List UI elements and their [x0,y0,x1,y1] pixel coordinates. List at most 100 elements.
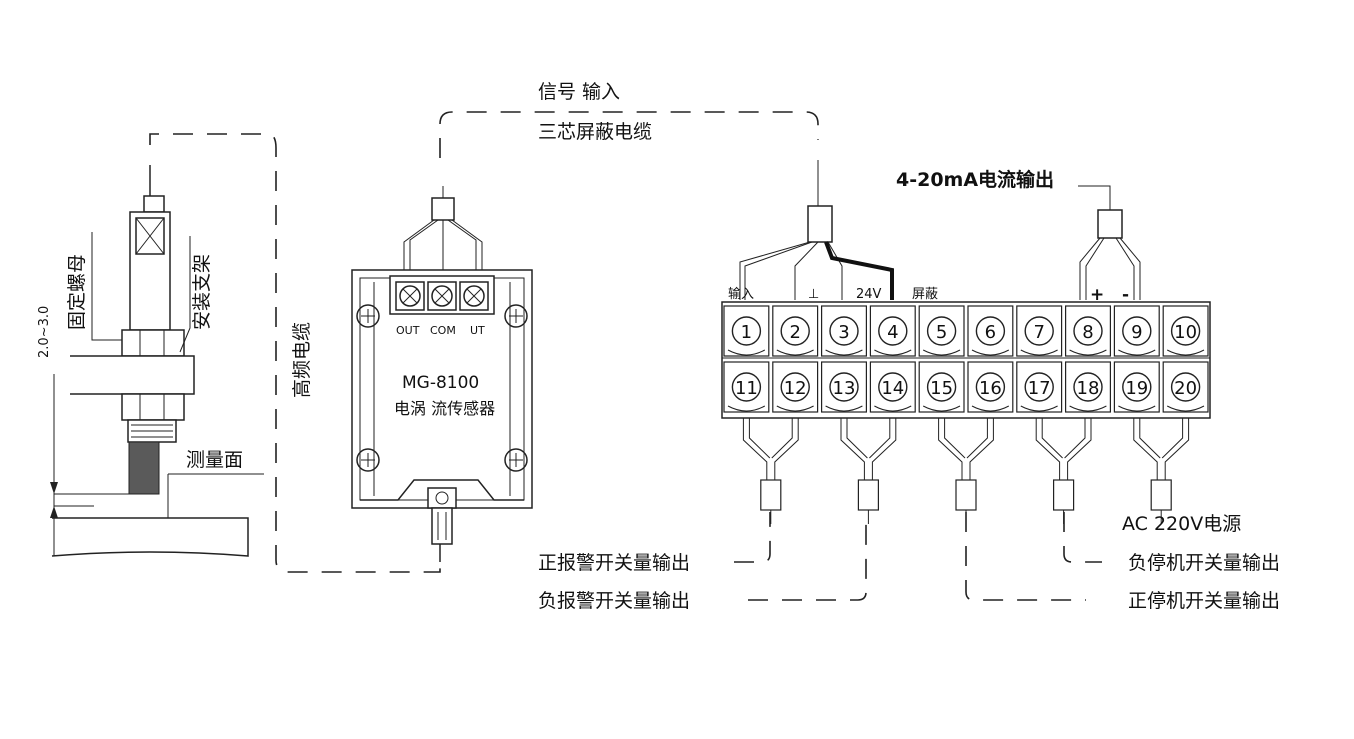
terminal-2[interactable]: 2 [772,305,819,357]
terminal-number: 15 [930,378,953,399]
terminal-7[interactable]: 7 [1016,305,1063,357]
terminal-screw [975,372,1006,402]
cable-wire-left [938,418,966,480]
terminal-15[interactable]: 15 [918,361,965,413]
terminal-lip [1118,349,1156,356]
power-label: AC 220V电源 [1122,513,1241,535]
terminal-com: COM [430,324,456,337]
cable-wire-left [840,418,868,480]
output-dash-leads [734,512,1102,601]
signal-label-2: 三芯屏蔽电缆 [538,121,652,143]
label-ground: ⊥ [808,287,819,302]
terminal-number: 18 [1077,378,1100,399]
terminal-14[interactable]: 14 [869,361,916,413]
terminal-number: 12 [784,378,807,399]
terminal-top-labels: 输入 ⊥ 24V 屏蔽 + - [728,285,1129,305]
terminal-cell [723,305,770,357]
pos-stop-label: 正停机开关量输出 [1128,590,1280,612]
terminal-12[interactable]: 12 [772,361,819,413]
terminal-screw [731,316,762,346]
gap-label: 2.0~3.0 [37,306,52,358]
terminal-1[interactable]: 1 [723,305,770,357]
terminal-screw [1170,316,1201,346]
terminal-number: 20 [1174,378,1197,399]
label-minus: - [1122,285,1129,305]
surface-label: 测量面 [186,449,243,471]
terminal-number: 10 [1174,322,1197,343]
terminal-number: 14 [881,378,904,399]
terminal-lip [1020,405,1058,412]
hf-cable-label: 高频电缆 [291,322,313,398]
cable-wire-left [742,418,771,480]
terminal-screw [780,372,810,402]
terminal-11[interactable]: 11 [723,361,770,413]
terminal-8[interactable]: 8 [1064,305,1111,357]
converter-terminal-labels: OUT COM UT [396,324,485,337]
label-shield: 屏蔽 [912,287,938,302]
current-output-label: 4-20mA电流输出 [896,168,1054,191]
terminal-9[interactable]: 9 [1113,305,1160,357]
output-cable-1 [742,418,799,524]
terminal-lip [1166,349,1205,356]
terminal-number: 1 [741,322,752,343]
terminal-screw [975,316,1006,346]
terminal-lip [825,405,863,412]
terminal-number: 19 [1125,378,1148,399]
terminal-screw [1122,316,1152,346]
terminal-13[interactable]: 13 [820,361,867,413]
pos-alarm-label: 正报警开关量输出 [538,552,690,574]
terminal-number: 7 [1033,322,1044,343]
terminal-lip [1069,349,1107,356]
cable-gland [1052,479,1075,511]
terminal-3[interactable]: 3 [820,305,867,357]
cable-gland [955,479,977,511]
terminal-screw [1122,372,1152,402]
terminal-4[interactable]: 4 [869,305,916,357]
terminal-number: 13 [833,378,856,399]
terminal-19[interactable]: 19 [1113,361,1160,413]
terminal-out: OUT [396,324,420,337]
terminal-screw [829,372,859,402]
terminal-number: 3 [838,322,849,343]
sensor-probe [50,165,264,557]
terminal-17[interactable]: 17 [1016,361,1063,413]
terminal-screw [878,316,908,346]
terminal-6[interactable]: 6 [967,305,1014,357]
terminal-screw [780,316,810,346]
terminal-number: 6 [985,322,996,343]
terminal-lip [825,349,863,356]
terminal-screw [829,316,859,346]
converter-name: 电涡 流传感器 [394,399,495,418]
cable-gland [1150,479,1172,511]
terminal-lip [1069,405,1107,412]
terminal-20[interactable]: 20 [1162,361,1209,413]
cable-wire-right [771,418,799,480]
converter-module [351,111,819,562]
terminal-number: 4 [887,322,898,343]
terminal-number: 5 [936,322,947,343]
terminal-screw [926,372,957,402]
label-24v: 24V [856,287,882,302]
terminal-screw [878,372,908,402]
terminal-lip [874,349,912,356]
terminal-ut: UT [470,324,485,337]
cable-wire-left [1035,418,1063,480]
terminal-5[interactable]: 5 [918,305,965,357]
neg-stop-label: 负停机开关量输出 [1128,552,1280,574]
terminal-10[interactable]: 10 [1162,305,1209,357]
cable-wire-right [966,418,994,480]
cable-wire-right [869,418,897,480]
terminal-lip [1166,405,1205,412]
terminal-18[interactable]: 18 [1064,361,1111,413]
nut-label: 固定螺母 [66,254,88,330]
terminal-16[interactable]: 16 [967,361,1014,413]
bracket-label: 安装支架 [191,254,213,330]
cable-gland [760,479,782,511]
output-cable-2 [840,418,897,524]
terminal-number: 9 [1131,322,1142,343]
terminal-lip [922,349,961,356]
label-input: 输入 [728,286,754,302]
cable-wire-right [1064,418,1092,480]
